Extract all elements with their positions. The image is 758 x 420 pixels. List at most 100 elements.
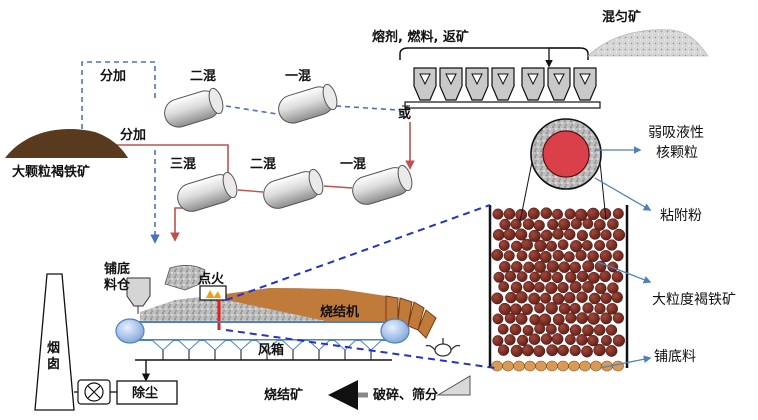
dedust-box [116,380,178,405]
pellet [576,312,589,324]
label-flux: 熔剂, 燃料, 返矿 [372,29,469,45]
pellet [504,270,517,282]
pellet [564,208,576,220]
ore-bin-arrows [527,73,591,86]
pellet [534,323,546,335]
pellet [611,291,623,303]
pellet [523,261,535,273]
pellet [599,270,612,283]
pellet [528,249,541,262]
pellet [576,334,588,346]
pellet [558,302,571,315]
pellet [565,271,577,283]
pellet [510,303,522,316]
pellet [540,333,553,345]
pellet [611,270,624,283]
pellet [600,229,612,241]
pellet [528,333,541,346]
pellet [522,324,534,336]
pellet [569,281,582,294]
pellet [552,313,565,326]
hearth-ball [612,360,624,372]
pellet [510,261,523,273]
pellet [581,240,593,251]
pellet [504,312,516,324]
pellet [528,292,541,305]
flux-bin-arrows [419,73,509,86]
pellet [575,249,587,262]
pellet [606,302,619,315]
pellet [498,260,511,273]
pellet [515,291,528,304]
pellet [503,208,516,220]
label-or: 或 [398,106,411,122]
pellet [521,344,534,357]
pellet [582,260,595,273]
hearth-ball [568,360,580,372]
pellet [545,323,557,335]
bin-conveyor [404,101,601,109]
label-big-limonite: 大粒度褐铁矿 [652,292,736,308]
pellet [540,207,553,219]
wind-boxes [150,339,384,360]
sinter-bed [140,265,386,322]
pellet [612,228,626,242]
label-mixed-ore: 混匀矿 [602,9,641,25]
zoom-dashed-lines [225,204,496,369]
pellet [587,312,600,325]
label-chimney: 烟囱 [47,341,60,372]
label-core-particle: 弱吸液性核颗粒 [648,125,704,161]
pellet [521,303,533,315]
hearth-ball [579,360,591,372]
pellet [492,335,504,347]
pellet [491,249,504,261]
pellet [576,229,589,242]
pellet [492,229,505,241]
label-fenjia-left: 分加 [120,127,146,143]
pellet [521,238,534,251]
drum-erhun-top [164,87,224,128]
pellet [534,281,545,293]
pellet [595,282,607,295]
mixed-ore-pile [587,29,709,57]
wind-box-funnel [150,339,176,351]
pellet [552,249,564,262]
pellet [491,292,504,305]
blue-dash-top-branch [81,61,156,130]
pellet [498,239,510,251]
hearth-ball [524,360,536,372]
pellet [589,228,601,240]
pellet [545,281,558,295]
drum-erhun-mid [263,168,324,209]
pellet [510,281,523,294]
pellet [504,334,516,346]
label-hearth-bin: 铺底料仓 [104,261,131,293]
wind-box-funnel [332,339,358,351]
pellet [607,218,619,230]
pellet [493,271,505,283]
drum-link-lines [237,185,353,193]
pellet [587,250,599,263]
label-hearth-layer: 铺底料 [654,349,696,365]
pellet [612,312,625,324]
pellet [582,324,594,337]
pellet [527,207,540,220]
pellet [552,208,564,220]
pellet [593,343,606,357]
pellet [593,218,606,231]
pellet [516,334,529,347]
label-dedust: 除尘 [132,385,158,401]
wind-box-funnel [228,339,254,351]
pellet [606,239,618,251]
blue-dash-drum-link [225,105,278,115]
pellet [557,344,569,357]
pellet [516,271,528,282]
pellet [563,291,576,304]
pellet [600,335,612,347]
pellet [503,228,516,241]
pellet [607,261,619,273]
label-erhun-top: 二混 [190,69,216,84]
hearth-ball [502,360,514,372]
pellet [509,323,522,336]
pellet [569,344,581,357]
